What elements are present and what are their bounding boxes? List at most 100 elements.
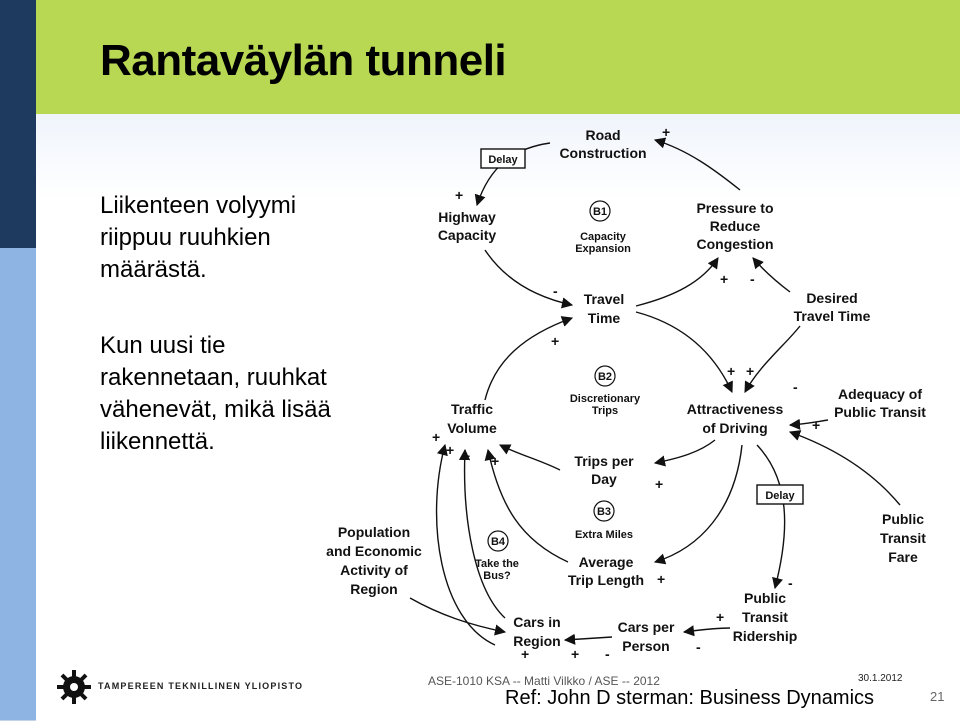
node-line: Transit: [880, 530, 926, 546]
node-line: Public: [882, 511, 924, 527]
polarity-sign: -: [750, 271, 755, 287]
node-line: Highway: [438, 209, 496, 225]
polarity-sign: +: [812, 417, 820, 433]
body-paragraph-1: Liikenteen volyymi riippuu ruuhkien määr…: [100, 192, 297, 283]
node-average-trip-length: Average Trip Length: [568, 554, 644, 588]
node-line: of Driving: [702, 420, 767, 436]
loop-id: B3: [597, 506, 611, 518]
node-line: Volume: [447, 420, 497, 436]
node-line: Transit: [742, 609, 788, 625]
node-adequacy-of-public-transit: Adequacy of Public Transit: [834, 386, 926, 420]
strip-block: [0, 608, 36, 721]
node-pressure-to-reduce-congestion: Pressure to Reduce Congestion: [696, 200, 773, 252]
edge-traveltime-to-pressure: [635, 257, 719, 307]
edge-triplength-to-volume: [484, 448, 569, 563]
node-attractiveness-of-driving: Attractiveness of Driving: [687, 401, 784, 436]
polarity-sign: +: [655, 476, 663, 492]
left-decorative-strip: [0, 0, 36, 721]
node-road-construction: Road Construction: [559, 127, 646, 161]
delay-marker-2: Delay: [756, 484, 804, 505]
node-public-transit-ridership: Public Transit Ridership: [733, 590, 798, 644]
strip-block: [0, 90, 36, 181]
node-line: Public: [744, 590, 786, 606]
node-line: Region: [513, 633, 560, 649]
edge-capacity-to-traveltime: [484, 249, 574, 309]
loop-label: Capacity: [580, 231, 627, 243]
loop-b2: B2 Discretionary Trips: [570, 365, 641, 417]
polarity-sign: -: [696, 639, 701, 655]
title-bar: [36, 0, 960, 114]
node-line: Construction: [559, 145, 646, 161]
node-line: Trips per: [574, 453, 634, 469]
edge-attractiveness-to-triplength: [653, 444, 743, 565]
node-line: Travel Time: [794, 308, 871, 324]
polarity-sign: +: [551, 333, 559, 349]
polarity-sign: +: [432, 429, 440, 445]
polarity-sign: +: [727, 363, 735, 379]
edge-adequacy-to-attractiveness: [788, 418, 829, 430]
edge-attractiveness-to-ridership: [756, 444, 786, 590]
polarity-sign: -: [605, 646, 610, 662]
edge-ridership-to-carsperperson: [682, 625, 731, 637]
node-cars-per-person: Cars per Person: [618, 619, 675, 654]
node-line: Day: [591, 471, 617, 487]
polarity-sign: +: [521, 646, 529, 662]
edge-cars-to-volume: [458, 448, 506, 619]
delay-label: Delay: [488, 154, 518, 166]
edge-population-to-cars: [409, 597, 507, 636]
node-line: Public Transit: [834, 404, 926, 420]
loop-b3: B3 Extra Miles: [575, 500, 633, 541]
node-line: Average: [579, 554, 634, 570]
footer-organization: TAMPEREEN TEKNILLINEN YLIOPISTO: [98, 681, 304, 691]
loop-b4: B4 Take the Bus?: [475, 530, 519, 582]
delay-marker-1: Delay: [480, 148, 526, 169]
loop-id: B1: [593, 206, 607, 218]
node-line: Road: [586, 127, 621, 143]
edge-cars-to-volume-outer: [435, 443, 496, 646]
node-line: Congestion: [697, 236, 774, 252]
loop-label: Discretionary: [570, 393, 641, 405]
node-line: Trip Length: [568, 572, 644, 588]
loop-label: Extra Miles: [575, 529, 633, 541]
node-travel-time: Travel Time: [584, 291, 624, 326]
edge-desired-to-attractiveness: [744, 325, 801, 393]
delay-label: Delay: [765, 490, 795, 502]
node-line: Reduce: [710, 218, 761, 234]
footer-course-info: ASE-1010 KSA -- Matti Vilkko / ASE -- 20…: [428, 674, 660, 688]
node-highway-capacity: Highway Capacity: [438, 209, 497, 243]
edge-attractiveness-to-tripsperday: [653, 439, 716, 467]
node-line: Time: [588, 310, 621, 326]
polarity-sign: -: [793, 379, 798, 395]
node-line: Adequacy of: [838, 386, 922, 402]
node-line: Pressure to: [696, 200, 773, 216]
loop-b1: B1 Capacity Expansion: [575, 200, 631, 255]
polarity-sign: +: [455, 187, 463, 203]
node-line: and Economic: [326, 543, 422, 559]
polarity-sign: +: [716, 609, 724, 625]
node-trips-per-day: Trips per Day: [574, 453, 634, 487]
node-line: Capacity: [438, 227, 497, 243]
node-line: Fare: [888, 549, 918, 565]
node-population-economic-activity: Population and Economic Activity of Regi…: [326, 524, 422, 597]
footer-date: 30.1.2012: [858, 673, 903, 684]
polarity-sign: +: [720, 271, 728, 287]
loop-id: B4: [491, 536, 506, 548]
loop-label: Take the: [475, 558, 519, 570]
page-number: 21: [930, 689, 945, 704]
polarity-sign: +: [491, 453, 499, 469]
edge-pressure-to-construction: [653, 137, 741, 191]
node-line: Travel: [584, 291, 624, 307]
polarity-sign: +: [746, 363, 754, 379]
university-logo-icon: [57, 670, 91, 704]
node-line: Person: [622, 638, 669, 654]
polarity-sign: +: [662, 124, 670, 140]
polarity-sign: +: [571, 646, 579, 662]
footer-reference: Ref: John D sterman: Business Dynamics: [505, 687, 875, 709]
node-public-transit-fare: Public Transit Fare: [880, 511, 926, 565]
polarity-sign: +: [657, 571, 665, 587]
edge-tripsperday-to-volume: [498, 444, 561, 471]
node-traffic-volume: Traffic Volume: [447, 401, 497, 436]
edge-fare-to-attractiveness: [788, 430, 901, 506]
